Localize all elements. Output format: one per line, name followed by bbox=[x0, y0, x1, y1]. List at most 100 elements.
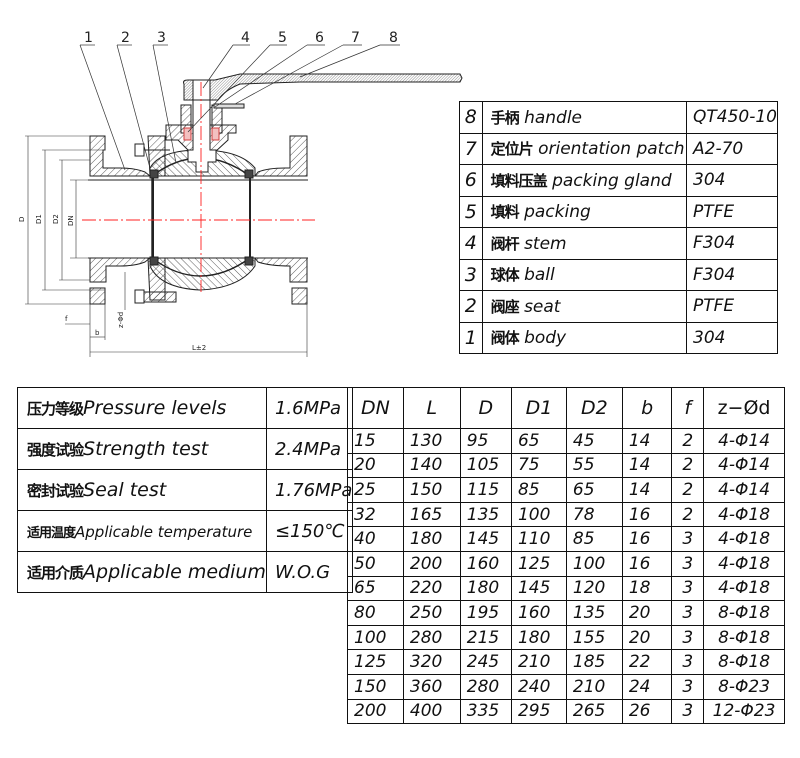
dim-cell: 2 bbox=[671, 452, 705, 479]
spec-label-cn: 适用介质 bbox=[27, 564, 84, 582]
part-name-en: packing bbox=[524, 202, 591, 223]
dim-cell: 4-Φ14 bbox=[703, 452, 785, 479]
dim-cell: 22 bbox=[621, 649, 673, 675]
part-name-en: seat bbox=[524, 296, 561, 317]
dim-cell: 3 bbox=[671, 649, 705, 675]
dim-cell: 65 bbox=[565, 477, 623, 503]
dim-cell: 25 bbox=[347, 477, 404, 503]
dim-cell: 4-Φ18 bbox=[703, 501, 785, 528]
spec-label: 适用温度Applicable temperature bbox=[17, 510, 267, 552]
part-material: F304 bbox=[686, 258, 778, 291]
spec-label-en: Seal test bbox=[83, 479, 167, 501]
dim-cell: 320 bbox=[402, 649, 461, 675]
part-material: PTFE bbox=[686, 290, 778, 323]
part-material: F304 bbox=[686, 227, 778, 260]
spec-label: 压力等级Pressure levels bbox=[17, 387, 267, 429]
part-name-en: stem bbox=[524, 233, 567, 254]
right-flange-top bbox=[254, 135, 308, 177]
part-number: 2 bbox=[459, 290, 483, 323]
part-material: A2-70 bbox=[686, 132, 778, 165]
dim-cell: 150 bbox=[402, 477, 461, 503]
dim-label-b: b bbox=[95, 329, 100, 337]
part-name-cn: 填料 bbox=[490, 203, 520, 222]
dim-cell: 245 bbox=[459, 649, 512, 675]
part-number: 1 bbox=[459, 321, 483, 354]
dim-cell: 135 bbox=[459, 501, 512, 528]
part-name-cn: 定位片 bbox=[490, 140, 534, 159]
dim-cell: 50 bbox=[347, 550, 404, 577]
dim-cell: 180 bbox=[459, 575, 512, 602]
dim-cell: 8-Φ23 bbox=[703, 673, 785, 700]
dim-cell: 210 bbox=[510, 649, 567, 675]
dim-cell: 16 bbox=[621, 501, 673, 528]
part-material: 304 bbox=[686, 321, 778, 354]
dim-cell: 2 bbox=[671, 477, 705, 503]
seat-top-left bbox=[149, 169, 159, 179]
dim-cell: 215 bbox=[459, 624, 512, 651]
part-name-cn: 球体 bbox=[490, 266, 520, 285]
part-name: 球体 ball bbox=[481, 258, 688, 291]
part-name: 填料 packing bbox=[481, 195, 688, 228]
dim-cell: 140 bbox=[402, 452, 461, 479]
bore bbox=[88, 180, 308, 258]
dim-cell: 210 bbox=[565, 673, 623, 700]
spec-label-en: Strength test bbox=[83, 438, 209, 460]
dim-cell: 14 bbox=[621, 477, 673, 503]
packing-left bbox=[183, 127, 192, 141]
dim-cell: 20 bbox=[621, 624, 673, 651]
dim-cell: 110 bbox=[510, 526, 567, 552]
bolt-top bbox=[134, 143, 170, 157]
dim-cell: 85 bbox=[510, 477, 567, 503]
part-name-cn: 填料压盖 bbox=[490, 171, 548, 190]
spec-label: 强度试验Strength test bbox=[17, 428, 267, 470]
dim-cell: 265 bbox=[565, 698, 623, 725]
callout-3: 3 bbox=[157, 30, 166, 46]
spec-label: 密封试验Seal test bbox=[17, 469, 267, 511]
dim-cell: 4-Φ14 bbox=[703, 477, 785, 503]
dim-cell: 180 bbox=[402, 526, 461, 552]
part-material: 304 bbox=[686, 164, 778, 197]
bolt-bottom bbox=[134, 289, 177, 304]
part-name-cn: 阀杆 bbox=[490, 234, 520, 253]
spec-label-cn: 强度试验 bbox=[27, 441, 84, 459]
dim-cell: 80 bbox=[347, 600, 404, 626]
left-flange-bottom-lip bbox=[89, 287, 106, 305]
dim-header-cell: L bbox=[402, 387, 461, 429]
spec-label-cn: 适用温度 bbox=[27, 525, 76, 541]
dim-cell: 100 bbox=[510, 501, 567, 528]
dim-cell: 180 bbox=[510, 624, 567, 651]
dim-label-D1: D1 bbox=[35, 214, 43, 224]
part-name-cn: 手柄 bbox=[490, 108, 520, 127]
dim-cell: 250 bbox=[402, 600, 461, 626]
dim-cell: 4-Φ14 bbox=[703, 428, 785, 454]
dim-cell: 78 bbox=[565, 501, 623, 528]
dim-cell: 16 bbox=[621, 550, 673, 577]
callout-5: 5 bbox=[278, 30, 287, 46]
part-material: QT450-10 bbox=[686, 101, 778, 134]
valve-section-drawing: 1 2 3 4 5 6 7 8 D D1 D2 DN f b z-Φd L±2 bbox=[18, 30, 463, 357]
dim-cell: 55 bbox=[565, 452, 623, 479]
dim-label-D2: D2 bbox=[52, 214, 60, 224]
dim-cell: 24 bbox=[621, 673, 673, 700]
callout-6: 6 bbox=[315, 30, 324, 46]
body-cap-left bbox=[147, 135, 166, 177]
callout-1: 1 bbox=[84, 30, 93, 46]
dim-cell: 105 bbox=[459, 452, 512, 479]
part-name: 阀杆 stem bbox=[481, 227, 688, 260]
dim-header-cell: DN bbox=[347, 387, 404, 429]
spec-label-en: Applicable medium bbox=[83, 561, 266, 583]
part-number: 3 bbox=[459, 258, 483, 291]
dim-cell: 65 bbox=[510, 428, 567, 454]
